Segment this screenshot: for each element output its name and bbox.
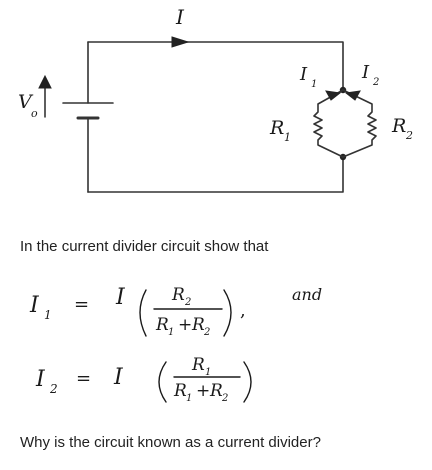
- parallel-branches: [313, 89, 377, 158]
- eq2-left-paren: [158, 361, 167, 403]
- source-voltage-subscript: o: [31, 107, 38, 120]
- eq2-numerator: R: [191, 355, 205, 375]
- branch2-current-label: I: [361, 62, 370, 83]
- eq1-left-paren: [139, 289, 147, 337]
- eq2-right-paren: [243, 361, 252, 403]
- eq2-denominator-a: R: [173, 381, 187, 401]
- eq1-lhs-subscript: 1: [44, 308, 52, 322]
- total-current-label: I: [175, 5, 185, 29]
- current-divider-equations: I 1 = I R 2 R 1 + R 2 , and I 2 = I R 1 …: [29, 285, 322, 404]
- branch1-wire: [313, 89, 344, 158]
- eq2-lhs: I: [35, 367, 46, 392]
- branch1-current-label: I: [299, 64, 308, 85]
- eq1-equals: =: [74, 294, 89, 315]
- branch2-current-subscript: 2: [372, 77, 379, 88]
- eq2-denominator-b-subscript: 2: [221, 393, 228, 404]
- eq1-denominator-a-subscript: 1: [168, 327, 174, 338]
- eq2-denominator-b: R: [209, 381, 223, 401]
- resistor2-subscript: 2: [405, 129, 413, 142]
- eq2-lhs-subscript: 2: [49, 382, 58, 396]
- eq1-factor: I: [115, 285, 126, 310]
- question-intro: In the current divider circuit show that: [20, 238, 269, 255]
- source-voltage-arrow: [38, 74, 52, 118]
- battery-symbol: [62, 102, 114, 120]
- eq1-denominator-b-subscript: 2: [203, 327, 210, 338]
- eq1-numerator-subscript: 2: [184, 297, 191, 308]
- equation-2: I 2 = I R 1 R 1 + R 2: [35, 355, 252, 404]
- eq1-conjunction: and: [292, 285, 322, 304]
- total-current-arrow: [171, 36, 190, 48]
- eq1-lhs: I: [29, 293, 40, 318]
- eq1-numerator: R: [171, 285, 185, 305]
- resistor2-label: R: [391, 115, 406, 137]
- eq2-denominator-a-subscript: 1: [186, 393, 192, 404]
- eq1-denominator-a: R: [155, 315, 169, 335]
- eq2-plus: +: [196, 381, 210, 401]
- bottom-wire: [87, 156, 344, 193]
- equation-1: I 1 = I R 2 R 1 + R 2 , and: [29, 285, 322, 338]
- eq2-equals: =: [76, 368, 91, 389]
- branch1-current-subscript: 1: [311, 79, 317, 90]
- resistor1-subscript: 1: [284, 131, 291, 144]
- eq2-factor: I: [113, 365, 124, 390]
- eq1-denominator-b: R: [191, 315, 205, 335]
- eq1-plus: +: [178, 315, 192, 335]
- current-divider-circuit: V o I I 1 I 2 R 1 R 2: [18, 5, 413, 193]
- branch1-current-arrow: [325, 90, 342, 101]
- question-followup: Why is the circuit known as a current di…: [20, 434, 321, 451]
- eq1-trailing-comma: ,: [240, 300, 246, 321]
- eq1-right-paren: [223, 289, 232, 337]
- branch2-current-arrow: [344, 90, 361, 101]
- source-voltage-label: V: [18, 91, 34, 113]
- eq2-numerator-subscript: 1: [205, 367, 211, 378]
- branch2-wire: [342, 89, 377, 158]
- resistor1-label: R: [269, 117, 284, 139]
